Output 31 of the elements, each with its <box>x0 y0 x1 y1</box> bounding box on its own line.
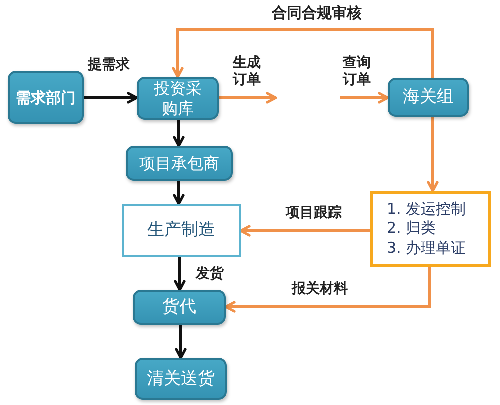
arrow <box>172 28 434 78</box>
arrow <box>427 117 439 192</box>
box-label: 需求部门 <box>16 88 76 106</box>
process-box <box>135 358 227 400</box>
box-label: 货代 <box>162 297 196 318</box>
process-box <box>122 204 241 257</box>
box-label: 清关送货 <box>147 368 215 390</box>
box-label: 投资采购库 <box>153 79 203 118</box>
box-label: 海关组 <box>403 87 454 108</box>
arrow <box>173 181 185 206</box>
box-label: 生产制造 <box>148 220 216 241</box>
arrow <box>175 325 187 360</box>
list-item: 3. 办理单证 <box>387 238 466 258</box>
arrow <box>174 257 186 292</box>
process-box <box>388 78 469 117</box>
note-box <box>370 191 491 267</box>
process-box <box>8 71 84 124</box>
box-label: 项目承包商 <box>140 154 220 174</box>
process-box <box>133 290 226 325</box>
list-item: 2. 归类 <box>387 219 436 239</box>
arrow <box>224 267 432 313</box>
arrow <box>340 92 390 104</box>
arrow <box>219 92 278 104</box>
process-box <box>126 146 233 181</box>
arrow <box>173 120 185 148</box>
arrow <box>84 92 138 104</box>
edge-label: 生成订单 <box>233 55 263 89</box>
list-item: 1. 发运控制 <box>387 200 466 220</box>
edge-label: 查询订单 <box>343 55 373 89</box>
process-box <box>137 77 219 120</box>
arrow <box>240 225 370 237</box>
